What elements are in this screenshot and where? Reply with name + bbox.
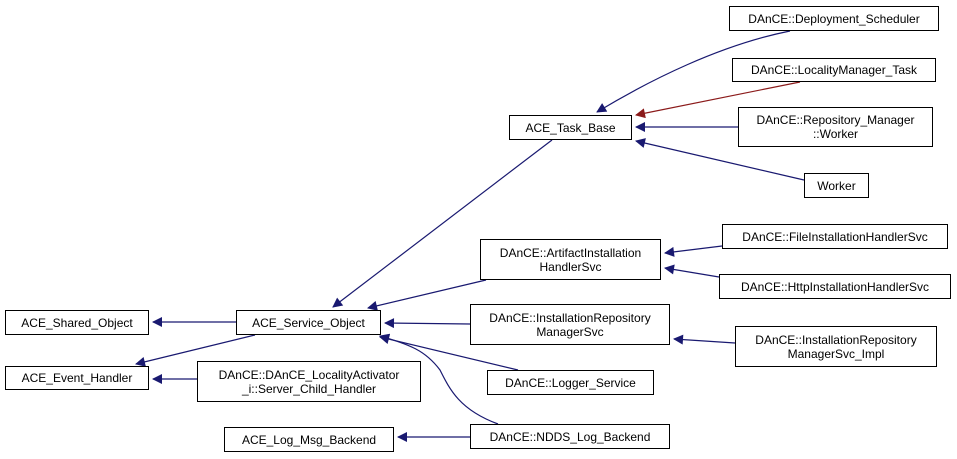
node-artifactinstallationhandlersvc[interactable]: DAnCE::ArtifactInstallation HandlerSvc bbox=[480, 239, 661, 280]
node-installationrepositorymanagersvc-impl[interactable]: DAnCE::InstallationRepository ManagerSvc… bbox=[735, 326, 937, 367]
node-fileinstallationhandlersvc[interactable]: DAnCE::FileInstallationHandlerSvc bbox=[722, 224, 948, 249]
node-label: ACE_Log_Msg_Backend bbox=[241, 432, 377, 447]
edge-ace_service_object-to-ace_event_handler bbox=[135, 334, 256, 367]
node-label-line1: DAnCE::Repository_Manager bbox=[756, 113, 915, 127]
node-label-line1: DAnCE::ArtifactInstallation bbox=[499, 245, 642, 260]
node-label-line2: HandlerSvc bbox=[539, 259, 602, 274]
edge-ace_task_base-to-ace_service_object bbox=[332, 139, 553, 308]
node-label-line1: DAnCE::InstallationRepository bbox=[755, 332, 917, 347]
node-label: DAnCE::Deployment_Scheduler bbox=[748, 11, 920, 26]
node-label-line2: _i::Server_Child_Handler bbox=[241, 381, 377, 396]
edge-ndds_log_backend-to-ace_service_object bbox=[379, 333, 499, 425]
node-label: DAnCE::FileInstallationHandlerSvc bbox=[742, 229, 928, 244]
node-deployment-scheduler[interactable]: DAnCE::Deployment_Scheduler bbox=[729, 6, 939, 31]
node-label: DAnCE::LocalityManager_Task bbox=[750, 63, 918, 77]
node-label-line2: ::Worker bbox=[812, 127, 859, 141]
edge-fileinstallationhandlersvc-to-artifactinstallationhandlersvc bbox=[664, 245, 723, 257]
node-ndds-log-backend[interactable]: DAnCE::NDDS_Log_Backend bbox=[470, 424, 670, 449]
node-label-line1: DAnCE::DAnCE_LocalityActivator bbox=[218, 367, 400, 382]
node-logger-service[interactable]: DAnCE::Logger_Service bbox=[487, 370, 654, 395]
node-label: DAnCE::HttpInstallationHandlerSvc bbox=[740, 279, 930, 294]
node-label: ACE_Task_Base bbox=[525, 120, 616, 135]
node-label: ACE_Shared_Object bbox=[21, 315, 133, 330]
node-label: Worker bbox=[817, 178, 856, 193]
edge-logger_service-to-ace_service_object bbox=[379, 334, 519, 371]
node-installationrepositorymanagersvc[interactable]: DAnCE::InstallationRepository ManagerSvc bbox=[470, 304, 670, 345]
node-repository-manager-worker[interactable]: DAnCE::Repository_Manager ::Worker bbox=[738, 107, 933, 147]
node-label-line1: DAnCE::InstallationRepository bbox=[489, 310, 651, 325]
node-localitymanager-task[interactable]: DAnCE::LocalityManager_Task bbox=[732, 58, 936, 82]
node-label-line2: ManagerSvc_Impl bbox=[787, 346, 885, 361]
node-label: DAnCE::Logger_Service bbox=[505, 375, 636, 390]
edge-worker-to-ace_task_base bbox=[635, 138, 805, 181]
node-ace-event-handler[interactable]: ACE_Event_Handler bbox=[5, 366, 149, 390]
node-ace-log-msg-backend[interactable]: ACE_Log_Msg_Backend bbox=[224, 427, 394, 452]
edge-localitymanager_task-to-ace_task_base bbox=[635, 81, 801, 119]
edge-installationrepositorymanagersvc-to-ace_service_object bbox=[384, 318, 471, 329]
edge-deployment_scheduler-to-ace_task_base bbox=[596, 30, 791, 113]
edge-artifactinstallationhandlersvc-to-ace_service_object bbox=[367, 279, 487, 311]
node-server-child-handler[interactable]: DAnCE::DAnCE_LocalityActivator _i::Serve… bbox=[197, 361, 421, 402]
node-ace-task-base[interactable]: ACE_Task_Base bbox=[509, 115, 632, 140]
node-label: ACE_Event_Handler bbox=[21, 371, 133, 385]
edge-httpinstallationhandlersvc-to-artifactinstallationhandlersvc bbox=[664, 264, 720, 278]
node-httpinstallationhandlersvc[interactable]: DAnCE::HttpInstallationHandlerSvc bbox=[719, 274, 951, 299]
node-label: ACE_Service_Object bbox=[252, 315, 365, 330]
node-worker[interactable]: Worker bbox=[804, 173, 869, 198]
edge-installationrepositorymanagersvc_impl-to-installationrepositorymanagersvc bbox=[673, 334, 736, 345]
node-label-line2: ManagerSvc bbox=[536, 324, 604, 339]
node-ace-service-object[interactable]: ACE_Service_Object bbox=[236, 310, 381, 335]
node-ace-shared-object[interactable]: ACE_Shared_Object bbox=[5, 310, 149, 335]
node-label: DAnCE::NDDS_Log_Backend bbox=[489, 429, 651, 444]
